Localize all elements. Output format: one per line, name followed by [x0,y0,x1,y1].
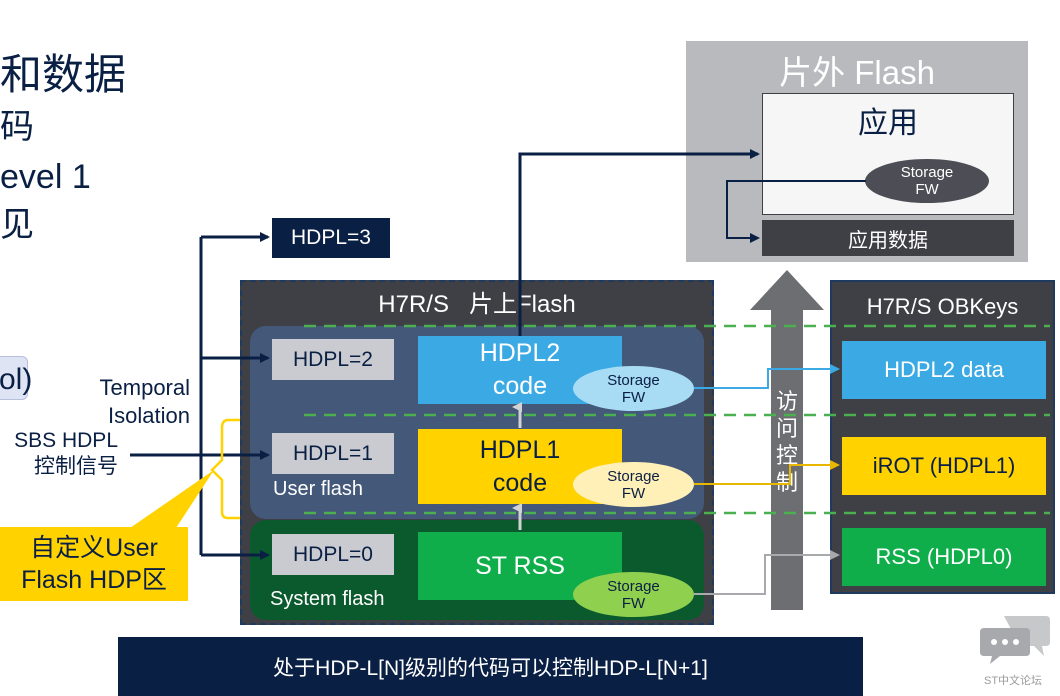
sbs-line-2: 控制信号 [34,455,118,478]
access-char-2: 问 [775,416,798,441]
onchip-flash-title: H7R/S 片上Flash [378,290,576,318]
hdpl1-storage-line-2: FW [621,484,646,502]
watermark-text: ST中文论坛 [984,675,1043,687]
access-control-arrow [750,270,824,610]
sbs-line-1: SBS HDPL [14,429,118,452]
temporal-line-2: Isolation [108,403,190,428]
offchip-flash-title: 片外 Flash [779,54,935,91]
hdpl0-level-box: HDPL=0 [272,534,394,575]
hdpl2-storage-fw-ellipse: Storage FW [573,366,694,411]
system-flash-label: System flash [270,588,385,610]
hdpl1-storage-line-1: Storage [607,467,660,485]
temporal-isolation-label: Temporal Isolation [70,374,190,430]
hdpl2-level-box: HDPL=2 [272,339,394,380]
hdpl1-code-line-1: HDPL1 [479,435,561,464]
user-flash-label: User flash [273,478,364,500]
custom-user-flash-hdp-callout: 自定义User Flash HDP区 [0,527,188,601]
offchip-storage-line-2: FW [915,181,939,198]
hdpl0-storage-fw-ellipse: Storage FW [573,572,694,617]
pill-text: ol) [0,363,33,396]
access-char-4: 制 [775,470,798,495]
callout-line-1: 自定义User [30,534,158,562]
temporal-line-1: Temporal [99,375,190,400]
offchip-storage-line-1: Storage [900,164,954,181]
chat-bubble-icon [980,616,1050,664]
hdpl0-storage-line-2: FW [621,594,646,612]
obkey-irot-hdpl1: iROT (HDPL1) [842,437,1046,495]
text-fragment-3: evel 1 [0,158,91,196]
access-control-label: 访 问 控 制 [771,388,803,496]
hdpl2-storage-line-2: FW [621,388,646,406]
callout-pointer [130,470,214,528]
application-data-box: 应用数据 [762,220,1014,256]
st-rss-code-line-1: ST RSS [475,551,565,580]
callout-line-2: Flash HDP区 [21,566,167,594]
access-char-3: 控 [775,443,798,468]
hdpl2-storage-line-1: Storage [607,371,660,389]
sbs-control-signal-label: SBS HDPL 控制信号 [0,428,118,480]
hdpl2-code-line-1: HDPL2 [479,339,561,367]
hdpl3-box: HDPL=3 [272,218,390,258]
hdpl1-level-box: HDPL=1 [272,433,394,474]
bottom-banner: 处于HDP-L[N]级别的代码可以控制HDP-L[N+1] [118,637,863,696]
obkey-hdpl2-data: HDPL2 data [842,341,1046,399]
heading-fragment-1: 和数据 [0,51,127,98]
offchip-storage-fw-ellipse: Storage FW [865,159,989,203]
hdpl1-code-box: HDPL1 code [418,429,622,504]
hdpl1-storage-fw-ellipse: Storage FW [573,462,694,507]
hdpl1-code-line-2: code [492,468,548,497]
text-fragment-4: 见 [0,206,34,244]
obkeys-title: H7R/S OBKeys [866,294,1019,319]
hdpl2-code-line-2: code [492,372,548,400]
obkey-rss-hdpl0: RSS (HDPL0) [842,528,1046,586]
user-flash-bracket [210,418,240,520]
highlight-pill-fragment: ol) [0,356,32,400]
application-label: 应用 [858,107,918,140]
text-fragment-2: 码 [0,108,34,146]
access-char-1: 访 [775,389,798,414]
hdpl0-storage-line-1: Storage [607,577,660,595]
